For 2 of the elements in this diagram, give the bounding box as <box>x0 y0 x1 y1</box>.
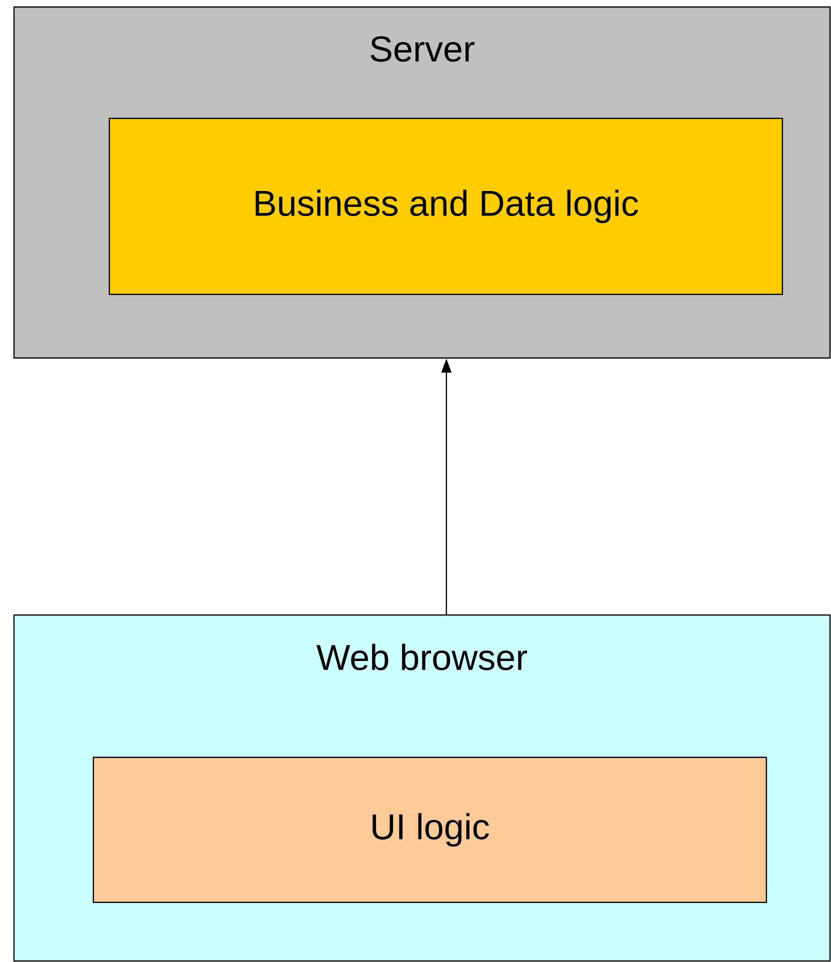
logic-box: Business and Data logic <box>108 118 783 296</box>
logic-box: UI logic <box>92 756 767 903</box>
